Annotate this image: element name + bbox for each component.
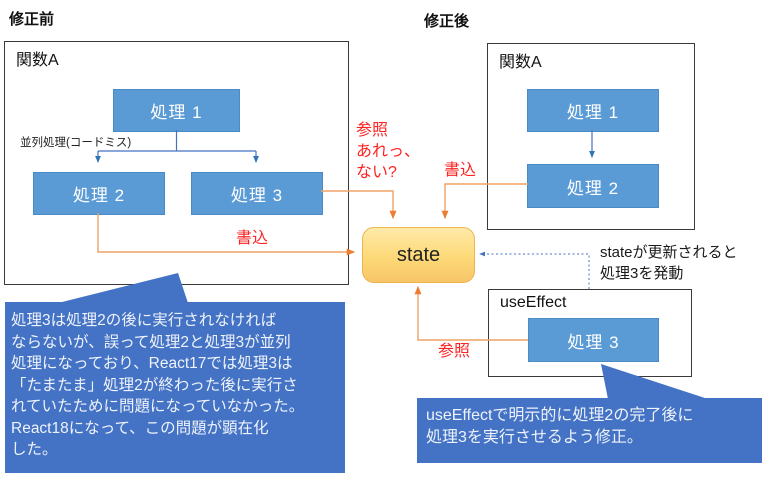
state-trigger-connector [479,251,590,289]
state-node: state [362,227,475,283]
process-2-before: 処理 2 [33,172,165,215]
function-a-label-after: 関数A [499,54,542,71]
function-a-label-before: 関数A [16,52,59,69]
process-3-after: 処理 3 [528,318,659,362]
parallel-processing-note: 並列処理(コードミス) [20,137,132,149]
left-callout: 処理3は処理2の後に実行されなければ ならないが、誤って処理2と処理3が並列 処… [5,302,345,473]
write-label-before: 書込 [236,230,269,247]
reference-label: 参照 [438,343,471,360]
after-fix-heading: 修正後 [424,13,470,30]
write-label-after: 書込 [444,162,477,179]
state-update-note: stateが更新されると 処理3を発動 [600,244,738,282]
reference-missing-note: 参照 あれっ、 ない? [356,122,421,181]
before-fix-heading: 修正前 [9,11,55,28]
useeffect-label: useEffect [500,294,567,311]
process-1-before: 処理 1 [113,89,240,132]
process-2-after: 処理 2 [527,164,659,208]
process-1-after: 処理 1 [527,89,659,132]
process-3-before: 処理 3 [191,172,323,215]
right-callout: useEffectで明示的に処理2の完了後に 処理3を実行させるよう修正。 [417,398,762,463]
function-a-box-before: 関数A [4,41,349,285]
